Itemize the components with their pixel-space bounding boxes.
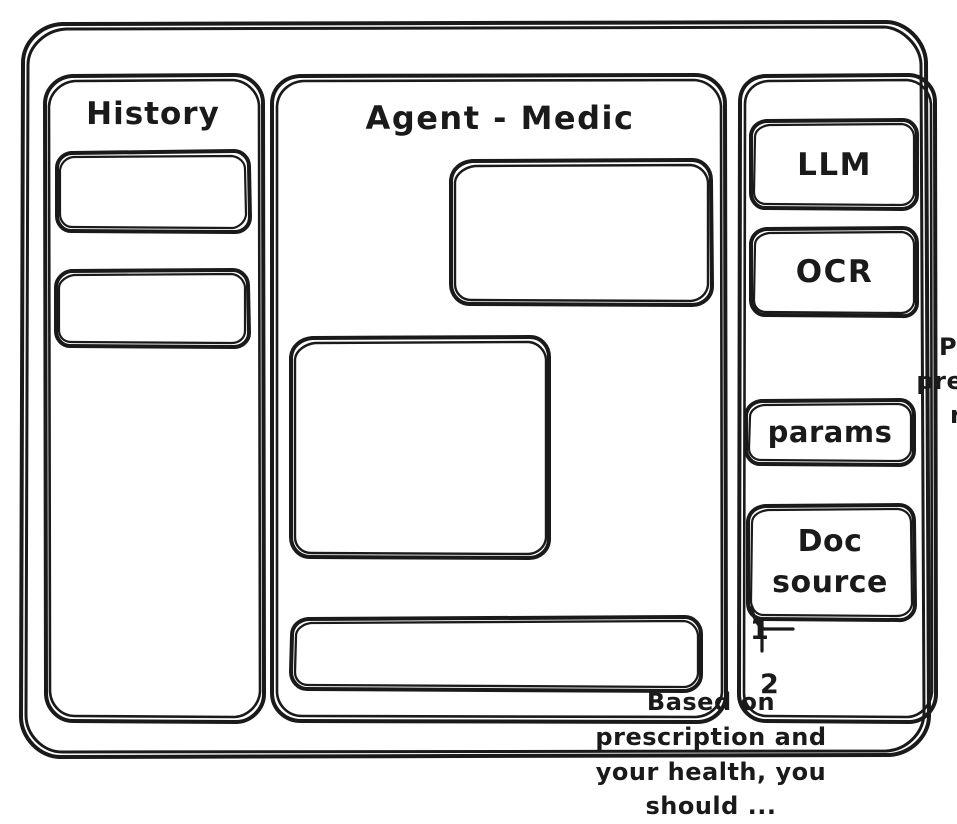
- doc-source-button[interactable]: Doc source: [748, 505, 916, 621]
- doc-source-button-label: Doc source: [772, 524, 888, 600]
- doc-source-item-marker[interactable]: 2: [760, 669, 780, 700]
- doc-source-item-marker[interactable]: 1: [750, 615, 770, 646]
- params-button-label: params: [767, 415, 893, 449]
- tool-button-llm-label: LLM: [797, 147, 872, 183]
- user-message-text: Pls check the prescription and recommend: [916, 333, 957, 430]
- assistant-message-bubble: Based on prescription and your health, y…: [291, 337, 826, 820]
- user-message-bubble: Pls check the prescription and recommend: [451, 160, 957, 429]
- history-list-item[interactable]: [56, 270, 250, 348]
- history-title: History: [86, 96, 220, 132]
- tool-button-ocr[interactable]: OCR: [751, 228, 918, 317]
- tool-button-ocr-label: OCR: [795, 254, 874, 290]
- history-list-item[interactable]: [56, 151, 251, 233]
- tool-button-llm[interactable]: LLM: [751, 120, 918, 210]
- page-title: Agent - Medic: [365, 99, 635, 137]
- app-window: History Agent - Medic Pls check the pres…: [19, 20, 957, 820]
- message-input[interactable]: [291, 617, 702, 692]
- params-button[interactable]: params: [746, 400, 915, 466]
